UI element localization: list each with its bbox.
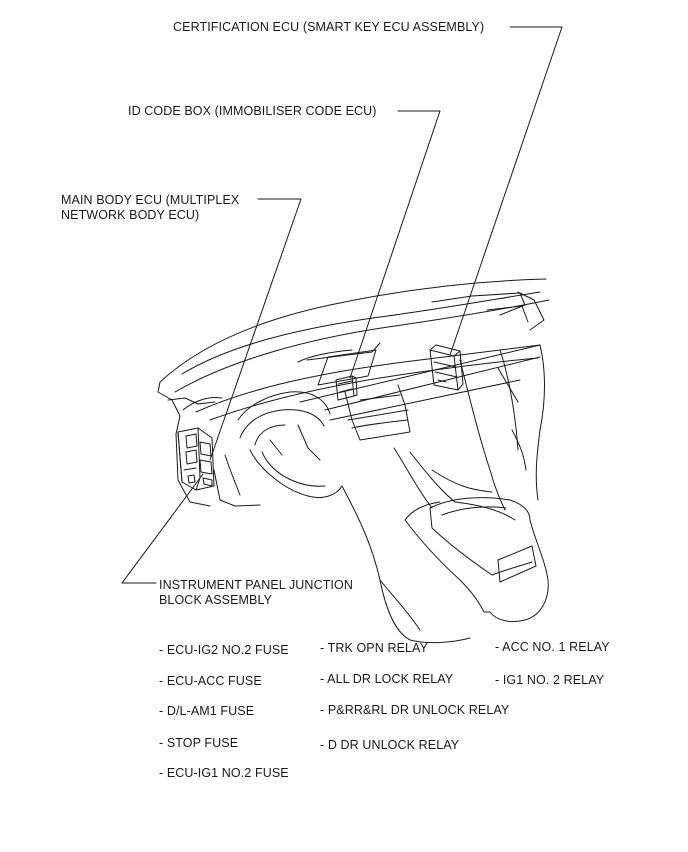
list-item: - P&RR&RL DR UNLOCK RELAY [320,703,510,717]
label-main-body-ecu-line1: MAIN BODY ECU (MULTIPLEX [61,193,240,207]
list-item: - ALL DR LOCK RELAY [320,672,454,686]
junction-block-module [177,427,215,491]
leader-lines [121,26,563,584]
label-junction-block-line1: INSTRUMENT PANEL JUNCTION [159,578,353,592]
list-item: - D DR UNLOCK RELAY [320,738,460,752]
label-junction-block: INSTRUMENT PANEL JUNCTION BLOCK ASSEMBLY [159,578,353,608]
label-junction-block-line2: BLOCK ASSEMBLY [159,593,273,607]
label-main-body-ecu-line2: NETWORK BODY ECU) [61,208,200,222]
label-main-body-ecu: MAIN BODY ECU (MULTIPLEX NETWORK BODY EC… [61,193,239,223]
list-item: - STOP FUSE [159,736,239,750]
list-item: - ECU-IG1 NO.2 FUSE [159,766,289,780]
list-item: - ECU-IG2 NO.2 FUSE [159,643,289,657]
list-item: - TRK OPN RELAY [320,641,429,655]
list-item: - ECU-ACC FUSE [159,674,262,688]
label-id-code-box: ID CODE BOX (IMMOBILISER CODE ECU) [128,104,377,118]
leader-id-code-box [349,110,441,379]
dashboard-outline [157,278,550,644]
leader-main-body [209,198,302,461]
list-item: - D/L-AM1 FUSE [159,704,255,718]
label-certification-ecu: CERTIFICATION ECU (SMART KEY ECU ASSEMBL… [173,20,485,34]
list-item: - ACC NO. 1 RELAY [495,640,610,654]
id-code-box-module [335,375,358,401]
certification-ecu-module [429,344,464,391]
leader-junction [121,473,204,584]
list-item: - IG1 NO. 2 RELAY [495,673,605,687]
leader-certification [449,26,563,356]
